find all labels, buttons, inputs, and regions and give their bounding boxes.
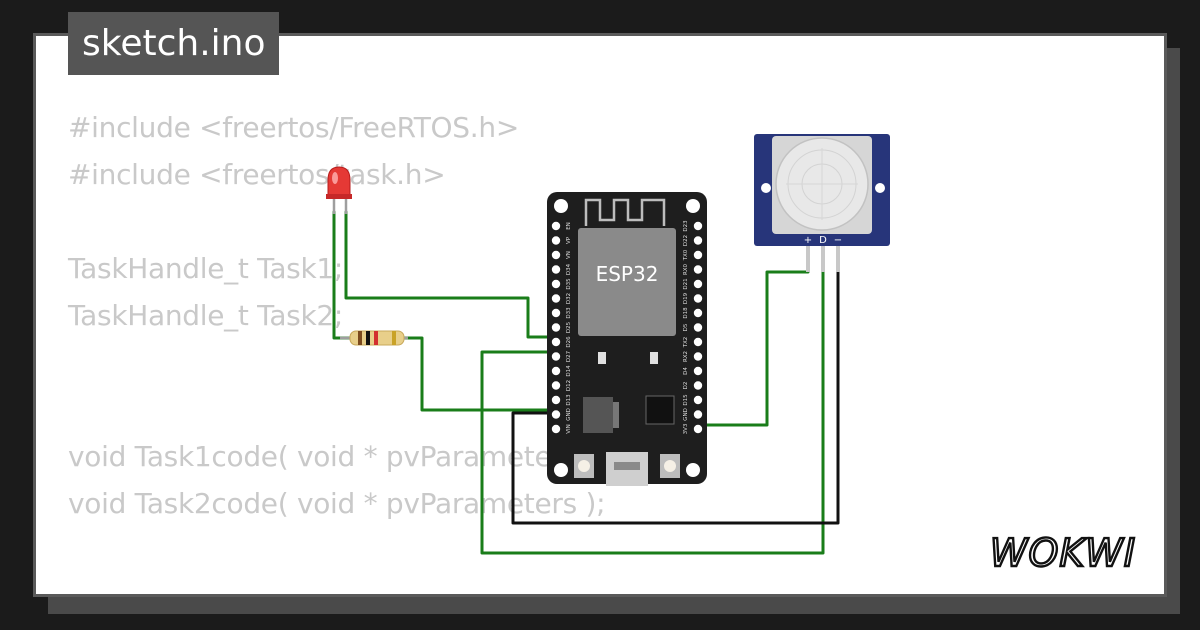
wire-led-cathode-to-resistor[interactable]: [332, 210, 354, 340]
pin-left-vp[interactable]: [551, 236, 561, 245]
pin-label: D26: [566, 336, 572, 348]
pin-label: D34: [566, 263, 572, 275]
pin-label: D33: [566, 307, 572, 319]
pir-pin-label-d: D: [819, 235, 827, 246]
pin-right-d2[interactable]: [693, 381, 703, 390]
wokwi-logo: WOKWI: [989, 530, 1137, 576]
led[interactable]: [326, 166, 352, 214]
antenna-trace: [584, 198, 666, 226]
pir-pin-label-plus: +: [804, 235, 812, 246]
wire-resistor-to-gnd[interactable]: [398, 336, 558, 412]
pin-right-rx0[interactable]: [693, 265, 703, 274]
pin-right-d18[interactable]: [693, 308, 703, 318]
pin-label: D15: [683, 394, 689, 406]
pin-label: D22: [683, 235, 689, 246]
pin-right-rx2[interactable]: [693, 352, 703, 361]
resistor[interactable]: [340, 330, 408, 346]
en-button[interactable]: [660, 454, 680, 478]
pin-right-gnd[interactable]: [693, 410, 703, 419]
pin-left-vn[interactable]: [551, 250, 561, 260]
code-line: #include <freertos/FreeRTOS.h>: [68, 111, 519, 144]
pin-label: GND: [566, 408, 572, 421]
voltage-regulator: [583, 397, 613, 433]
pin-right-d22[interactable]: [693, 236, 703, 245]
pin-label: D14: [566, 365, 572, 377]
pin-label: D5: [683, 323, 689, 331]
pin-label: 3V3: [683, 423, 689, 434]
code-background: #include <freertos/FreeRTOS.h> #include <…: [68, 104, 768, 544]
pin-label: D21: [683, 278, 689, 289]
esp32-board[interactable]: ESP32 ENVPVND34D35D32D33D25D26D27D14D12D…: [547, 192, 707, 486]
pin-label: D25: [566, 321, 572, 333]
pin-right-d5[interactable]: [693, 323, 703, 332]
pin-label: VIN: [566, 424, 572, 434]
pin-label: D18: [683, 307, 689, 319]
pin-label: TX2: [683, 337, 689, 349]
pin-label: D2: [683, 382, 689, 390]
pin-left-d25[interactable]: [551, 323, 561, 332]
pin-label: D13: [566, 394, 572, 406]
pin-left-d33[interactable]: [551, 308, 561, 318]
pin-left-d14[interactable]: [551, 366, 561, 376]
pin-left-gnd[interactable]: [551, 410, 561, 419]
code-line: TaskHandle_t Task2;: [68, 299, 344, 332]
pin-right-d23[interactable]: [693, 221, 703, 231]
pin-left-d35[interactable]: [551, 279, 561, 289]
pir-sensor[interactable]: + D −: [754, 134, 890, 272]
usb-chip: [645, 395, 675, 425]
esp32-module: [578, 228, 676, 336]
pin-label: RX0: [683, 263, 689, 275]
pin-left-vin[interactable]: [551, 424, 561, 434]
code-line: TaskHandle_t Task1;: [68, 252, 344, 285]
pin-label: D35: [566, 278, 572, 290]
wire-3v3-to-pir-plus[interactable]: [698, 270, 810, 427]
pin-label: D12: [566, 380, 572, 391]
code-line: #include <freertos/task.h>: [68, 158, 446, 191]
pin-left-en[interactable]: [551, 221, 561, 231]
pin-right-3v3[interactable]: [693, 424, 703, 434]
pin-label: TX0: [683, 249, 689, 261]
file-tab[interactable]: sketch.ino: [68, 12, 280, 75]
pin-left-d12[interactable]: [551, 381, 561, 390]
code-line: void Task1code( void * pvParameters );: [68, 440, 606, 473]
pin-right-d4[interactable]: [693, 366, 703, 376]
wire-led-anode-to-d26[interactable]: [344, 210, 558, 339]
pin-label: D32: [566, 293, 572, 304]
wire-gnd-to-pir-minus[interactable]: [511, 268, 840, 525]
pin-label: RX2: [683, 351, 689, 362]
board-label: ESP32: [596, 262, 659, 286]
wires: [332, 210, 840, 555]
pir-pin-label-minus: −: [834, 235, 842, 246]
pin-left-d34[interactable]: [551, 265, 561, 274]
wire-d27-to-pir-d[interactable]: [480, 268, 825, 555]
pin-label: EN: [566, 222, 572, 230]
pin-left-d32[interactable]: [551, 294, 561, 303]
pin-label: VP: [566, 236, 572, 244]
pin-right-tx0[interactable]: [693, 250, 703, 260]
pin-right-tx2[interactable]: [693, 337, 703, 347]
pin-label: D23: [683, 220, 689, 232]
pin-right-d15[interactable]: [693, 395, 703, 405]
pin-right-d21[interactable]: [693, 279, 703, 289]
pin-left-d13[interactable]: [551, 395, 561, 405]
pin-label: GND: [683, 408, 689, 421]
pin-label: VN: [566, 251, 572, 259]
pin-label: D4: [683, 367, 689, 375]
boot-button[interactable]: [574, 454, 594, 478]
pin-left-d26[interactable]: [551, 337, 561, 347]
wokwi-logo-text: WOKWI: [990, 531, 1136, 575]
pin-left-d27[interactable]: [551, 352, 561, 361]
pin-label: D27: [566, 350, 572, 362]
pin-label: D19: [683, 292, 689, 304]
pin-right-d19[interactable]: [693, 294, 703, 303]
